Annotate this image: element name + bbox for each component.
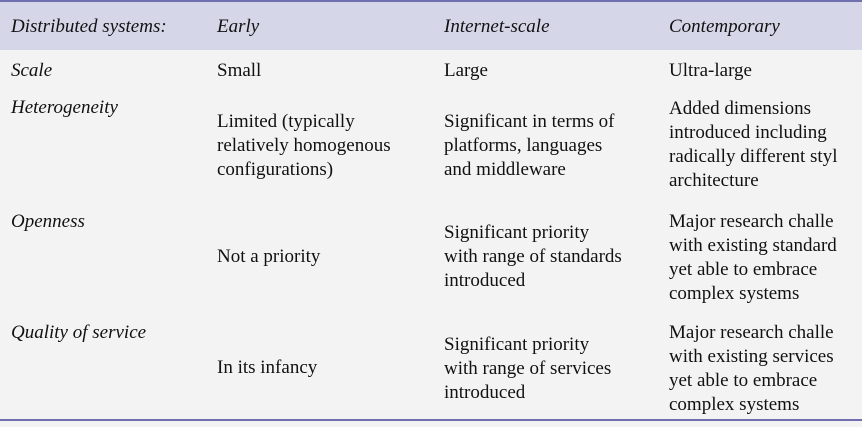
- heterogeneity-contemporary-line-1: Added dimensions: [669, 98, 811, 119]
- qos-contemporary-line-4: complex systems: [669, 394, 800, 415]
- openness-contemporary-line-1: Major research challe: [669, 211, 834, 232]
- openness-internet-line-2: with range of standards: [444, 246, 622, 267]
- openness-internet-line-3: introduced: [444, 270, 526, 291]
- heterogeneity-contemporary-line-4: architecture: [669, 170, 759, 191]
- heterogeneity-internet-line-2: platforms, languages: [444, 135, 603, 156]
- openness-internet-line-1: Significant priority: [444, 222, 590, 243]
- heterogeneity-early-line-2: relatively homogenous: [217, 135, 391, 156]
- qos-internet-line-3: introduced: [444, 382, 526, 403]
- qos-contemporary-line-2: with existing services: [669, 346, 834, 367]
- heterogeneity-internet-line-3: and middleware: [444, 159, 566, 180]
- heterogeneity-early-line-1: Limited (typically: [217, 111, 355, 132]
- header-distributed-systems: Distributed systems:: [11, 16, 167, 37]
- header-contemporary: Contemporary: [669, 16, 780, 37]
- qos-contemporary-line-3: yet able to embrace: [669, 370, 818, 391]
- scale-contemporary: Ultra-large: [669, 60, 752, 81]
- row-label-quality-of-service: Quality of service: [11, 322, 147, 343]
- openness-contemporary-line-3: yet able to embrace: [669, 259, 818, 280]
- qos-internet-line-2: with range of services: [444, 358, 612, 379]
- header-internet-scale: Internet-scale: [444, 16, 550, 37]
- heterogeneity-internet-line-1: Significant in terms of: [444, 111, 615, 132]
- table-bottom-rule: [0, 419, 862, 421]
- openness-early: Not a priority: [217, 246, 321, 267]
- openness-contemporary-line-2: with existing standard: [669, 235, 837, 256]
- row-label-heterogeneity: Heterogeneity: [11, 97, 118, 118]
- qos-contemporary-line-1: Major research challe: [669, 322, 834, 343]
- row-label-scale: Scale: [11, 60, 53, 81]
- table-header-band: [0, 0, 862, 50]
- heterogeneity-contemporary-line-3: radically different styl: [669, 146, 838, 167]
- scale-internet: Large: [444, 60, 488, 81]
- heterogeneity-early-line-3: configurations): [217, 159, 334, 180]
- qos-internet-line-1: Significant priority: [444, 334, 590, 355]
- row-label-openness: Openness: [11, 211, 85, 232]
- scale-early: Small: [217, 60, 262, 81]
- qos-early: In its infancy: [217, 357, 318, 378]
- header-early: Early: [217, 16, 260, 37]
- openness-contemporary-line-4: complex systems: [669, 283, 800, 304]
- heterogeneity-contemporary-line-2: introduced including: [669, 122, 827, 143]
